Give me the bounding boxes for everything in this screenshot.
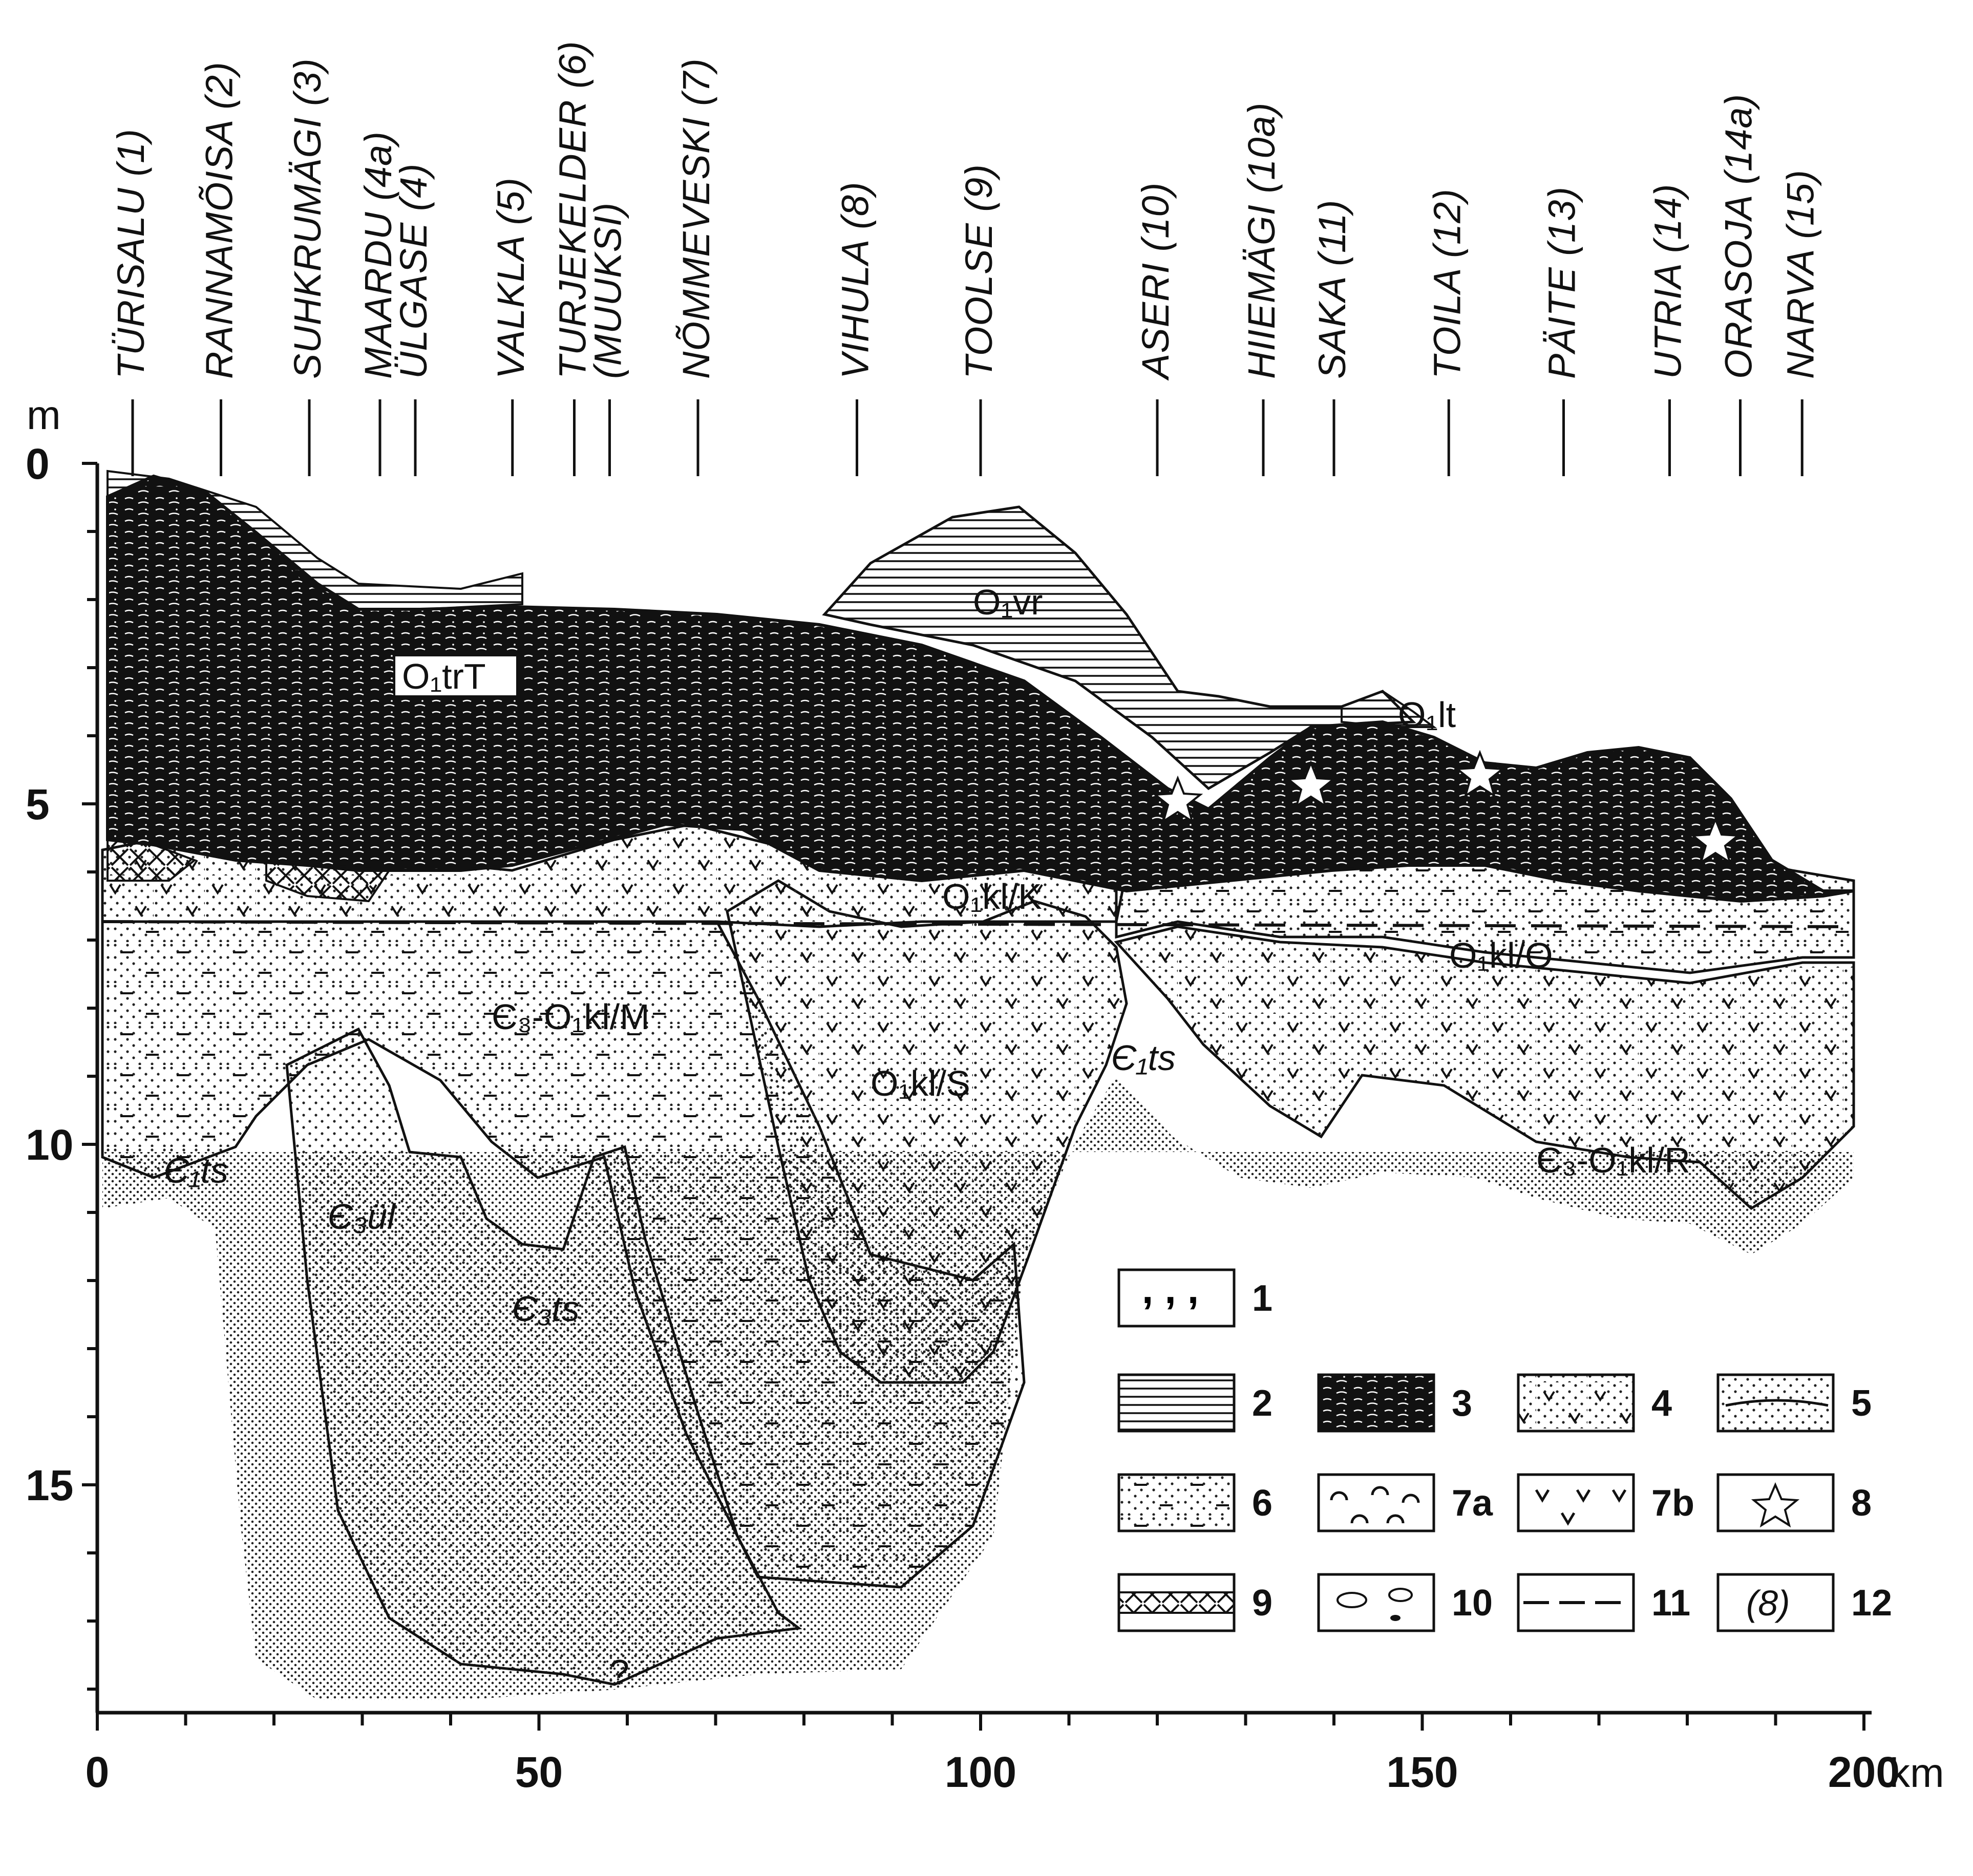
legend-label-11: 11: [1651, 1583, 1690, 1624]
x-tick-label: 150: [1386, 1748, 1458, 1796]
legend-item-1: , , , 1: [1117, 1266, 1272, 1328]
location-label: TURJEKELDER (6): [551, 40, 594, 379]
label-kl-s: O₁kl/S: [871, 1063, 970, 1103]
legend-item-7b: 7b: [1517, 1473, 1694, 1532]
label-question: ?: [609, 1652, 629, 1692]
legend-label-2: 2: [1252, 1383, 1272, 1424]
location-label: UTRIA (14): [1647, 184, 1689, 379]
legend-item-9: 9: [1117, 1573, 1272, 1632]
x-tick-label: 0: [86, 1748, 110, 1796]
location-label: VALKLA (5): [490, 177, 532, 379]
y-axis-unit: m: [27, 392, 61, 438]
legend-label-4: 4: [1651, 1383, 1672, 1424]
location-label: SAKA (11): [1311, 200, 1353, 379]
y-tick-label: 10: [26, 1121, 73, 1169]
legend-label-12: 12: [1851, 1583, 1892, 1624]
y-tick-label: 0: [26, 440, 50, 488]
x-axis-unit: km: [1890, 1750, 1944, 1796]
x-tick-group: 0 50 100 150 200: [86, 1713, 1900, 1796]
y-tick-group: 0 5 10 15: [26, 440, 97, 1691]
legend-item-11: 11: [1517, 1573, 1690, 1632]
star-icon: [1690, 816, 1741, 865]
legend-label-3: 3: [1452, 1383, 1472, 1424]
unit-kl-r: [1114, 925, 1855, 1210]
label-ts-west: Є₁ts: [164, 1150, 228, 1190]
legend-item-3: 3: [1317, 1373, 1472, 1433]
location-label: MAARDU (4a): [357, 131, 399, 379]
x-tick-label: 50: [515, 1748, 563, 1796]
location-label: TÜRISALU (1): [110, 129, 152, 379]
location-label: TOILA (12): [1426, 188, 1468, 379]
legend-item-8: 8: [1716, 1473, 1872, 1532]
legend-item-5: 5: [1716, 1373, 1872, 1433]
legend-label-5: 5: [1851, 1383, 1872, 1424]
label-vr: O₁vr: [973, 582, 1043, 622]
unit-labels: O₁trT O₁vr O₁lt O₁kl/K O₁kl/O Є₃-O₁kl/M …: [164, 582, 1690, 1692]
location-label: ORASOJA (14a): [1717, 94, 1760, 379]
legend-item-6: 6: [1117, 1473, 1272, 1532]
label-tr-t: O₁trT: [402, 656, 486, 696]
legend-label-8: 8: [1851, 1483, 1872, 1524]
label-kl-k: O₁kl/K: [942, 877, 1042, 916]
label-kl-o: O₁kl/O: [1449, 935, 1553, 975]
star-icon: [1285, 760, 1336, 808]
svg-text:, , ,: , , ,: [1142, 1266, 1199, 1312]
legend-label-7b: 7b: [1651, 1483, 1694, 1524]
legend-item-12: (8) 12: [1716, 1573, 1892, 1632]
x-tick-label: 100: [945, 1748, 1016, 1796]
legend-sample-12: (8): [1746, 1583, 1790, 1623]
label-kl-r: Є₃-O₁kl/R: [1536, 1140, 1690, 1180]
legend: , , , 1 2 3 4 5 6 7a: [1117, 1266, 1892, 1632]
legend-item-10: 10: [1317, 1573, 1493, 1632]
y-tick-label: 15: [26, 1461, 73, 1509]
location-label: NARVA (15): [1779, 169, 1821, 379]
x-tick-label: 200: [1828, 1748, 1900, 1796]
star-icon: [1152, 775, 1203, 824]
location-label: (MUUKSI): [587, 202, 629, 379]
location-label: PÄITE (13): [1541, 186, 1583, 379]
location-label: TOOLSE (9): [958, 164, 1000, 379]
location-label: RANNAMÕISA (2): [198, 61, 241, 379]
y-tick-label: 5: [26, 780, 50, 828]
location-label: HIIEMÄGI (10a): [1240, 102, 1283, 379]
location-label: ASERI (10): [1134, 182, 1177, 381]
unit-lt: [1341, 690, 1437, 728]
unit-breccia: [107, 838, 391, 903]
location-label: VIHULA (8): [834, 181, 877, 379]
legend-item-2: 2: [1117, 1373, 1272, 1433]
x-axis: km: [97, 1711, 1944, 1796]
legend-label-7a: 7a: [1452, 1483, 1493, 1524]
unit-tr-t: [106, 474, 1854, 903]
legend-label-1: 1: [1252, 1278, 1272, 1319]
unit-ul: [285, 1027, 802, 1686]
label-ts-east: Є₁ts: [1111, 1038, 1176, 1078]
location-label: SUHKRUMÄGI (3): [286, 58, 329, 379]
label-lt: O₁lt: [1398, 695, 1456, 735]
label-ul: Є₃ül: [328, 1197, 396, 1237]
legend-label-10: 10: [1452, 1583, 1493, 1624]
location-markers: TÜRISALU (1) RANNAMÕISA (2) SUHKRUMÄGI (3)…: [110, 40, 1821, 476]
legend-item-4: 4: [1517, 1373, 1672, 1433]
label-ts3: Є₃ts: [512, 1289, 580, 1329]
y-axis: m: [27, 392, 99, 1713]
star-icon: [1751, 1482, 1800, 1528]
star-icon: [1454, 750, 1505, 798]
legend-item-7a: 7a: [1317, 1473, 1493, 1532]
unit-kl-s: [726, 879, 1128, 1384]
correlation-dashed-line: [102, 920, 1854, 928]
unit-top-hatch-west: [107, 470, 523, 610]
legend-label-9: 9: [1252, 1583, 1272, 1624]
label-kl-m: Є₃-O₁kl/M: [492, 997, 650, 1037]
location-label: ÜLGASE (4): [392, 163, 435, 379]
legend-label-6: 6: [1252, 1483, 1272, 1524]
meteorite-star-markers: [1152, 750, 1741, 865]
location-label: NÕMMEVESKI (7): [675, 58, 717, 379]
